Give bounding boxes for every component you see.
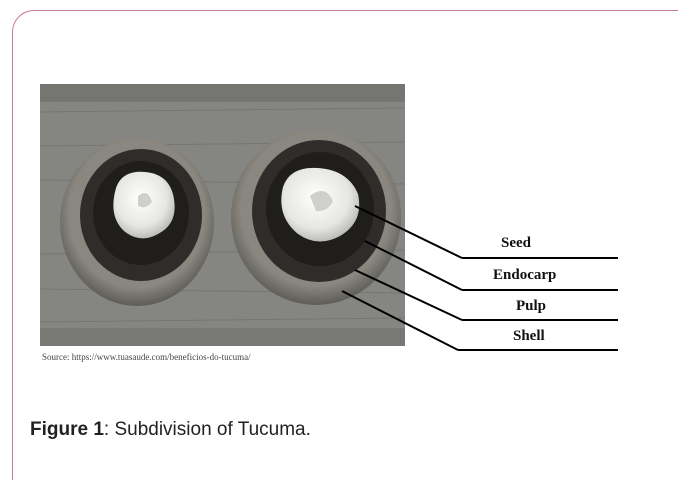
label-endocarp: Endocarp: [493, 267, 556, 284]
label-shell: Shell: [513, 328, 545, 345]
caption-text: : Subdivision of Tucuma.: [104, 419, 311, 440]
figure-caption: Figure 1: Subdivision of Tucuma.: [30, 419, 311, 441]
label-pulp: Pulp: [516, 298, 546, 315]
caption-prefix: Figure 1: [30, 419, 104, 440]
label-seed: Seed: [501, 235, 531, 252]
image-source: Source: https://www.tuasaude.com/benefic…: [42, 352, 251, 362]
